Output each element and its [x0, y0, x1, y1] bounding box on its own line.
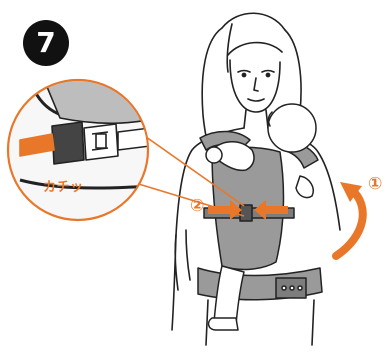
- curved-arrow-icon: [336, 182, 363, 256]
- zoom-callout: [8, 70, 170, 220]
- step-marker-2: ②: [190, 196, 204, 216]
- step-marker-1: ①: [368, 174, 382, 194]
- step-number-badge: 7: [23, 20, 69, 66]
- click-sound-label: カチッ: [43, 176, 84, 195]
